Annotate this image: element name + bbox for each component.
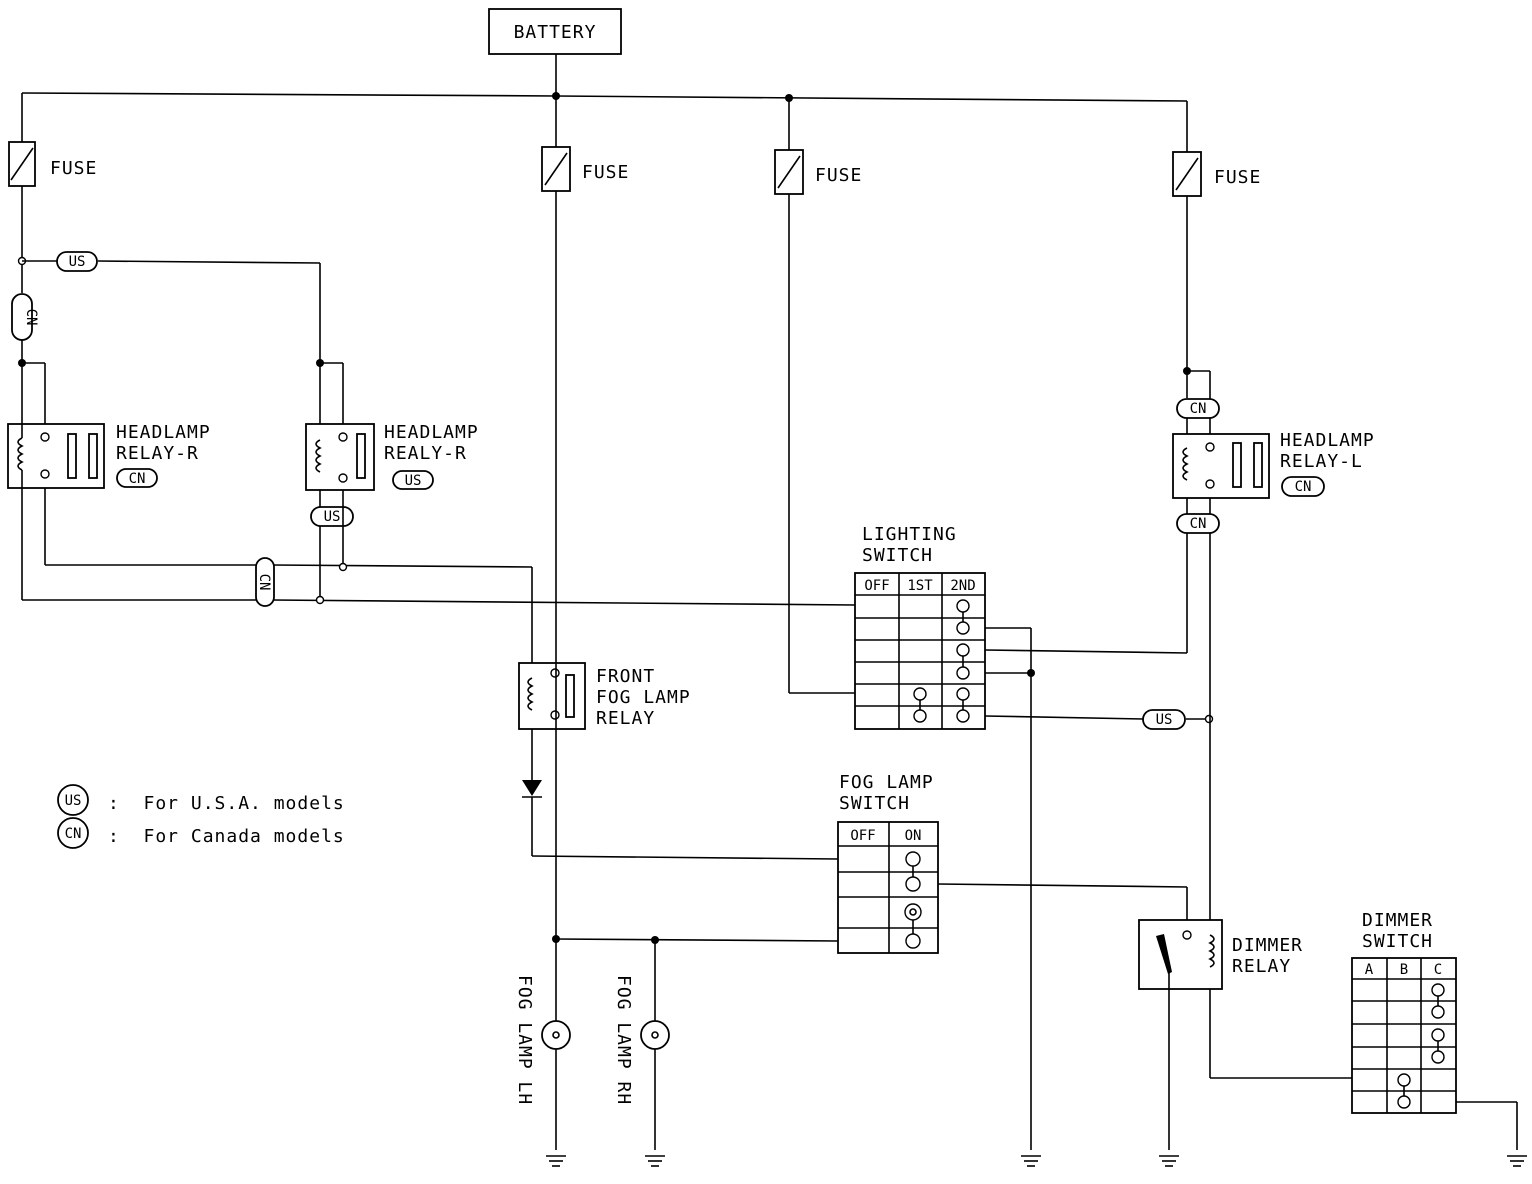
fuse-4: FUSE [1172, 101, 1261, 197]
cn-tag-2: CN [255, 557, 275, 607]
fog-lamp-switch-line2: SWITCH [839, 793, 910, 814]
dimmer-switch-col-a: A [1365, 962, 1374, 978]
lighting-switch-col-2nd: 2ND [950, 578, 975, 594]
fog-lamp-rh-label: FOG LAMP RH [613, 975, 634, 1105]
front-fog-lamp-relay-line2: FOG LAMP [596, 687, 691, 708]
dimmer-switch-line1: DIMMER [1362, 910, 1433, 931]
fog-lamp-switch-col-on: ON [905, 828, 922, 844]
cn-tag-4: CN [1176, 513, 1220, 534]
dimmer-switch-col-b: B [1400, 962, 1408, 978]
fog-lamp-lh-label: FOG LAMP LH [514, 975, 535, 1105]
lighting-switch-col-1st: 1ST [907, 578, 933, 594]
headlamp-relay-l-tag: CN [1295, 479, 1312, 495]
fog-lamp-lh: FOG LAMP LH [514, 975, 571, 1167]
fuse-2: FUSE [541, 96, 629, 192]
headlamp-relay-r-cn-line2: RELAY-R [116, 443, 199, 464]
us-tag-1-text: US [69, 254, 86, 270]
dimmer-switch: DIMMER SWITCH A B C [1351, 910, 1457, 1114]
dimmer-switch-line2: SWITCH [1362, 931, 1433, 952]
lighting-switch-line1: LIGHTING [862, 524, 957, 545]
lighting-switch-wires [788, 194, 1214, 1167]
us-tag-2: US [310, 506, 354, 527]
legend-cn-symbol: CN [65, 826, 82, 842]
battery: BATTERY [488, 8, 622, 55]
headlamp-relay-l-line1: HEADLAMP [1280, 430, 1375, 451]
fog-lamp-switch: FOG LAMP SWITCH OFF ON [837, 772, 939, 954]
headlamp-relay-r-cn-line1: HEADLAMP [116, 422, 211, 443]
fuse-3-label: FUSE [815, 165, 862, 186]
us-tag-3: US [1142, 709, 1186, 730]
us-tag-1: US [56, 251, 98, 272]
headlamp-relay-r-us-line2: REALY-R [384, 443, 467, 464]
dimmer-switch-col-c: C [1434, 962, 1442, 978]
legend: US : For U.S.A. models CN : For Canada m… [57, 784, 345, 849]
cn-tag-1-text: CN [23, 309, 39, 326]
cn-tag-1: CN [11, 293, 39, 341]
fuse-3: FUSE [774, 98, 862, 195]
lighting-switch-line2: SWITCH [862, 545, 933, 566]
front-fog-lamp-relay: FRONT FOG LAMP RELAY [518, 662, 691, 730]
fuse-1: FUSE [8, 93, 97, 187]
fog-relay-wires [522, 191, 839, 1150]
front-fog-lamp-relay-line1: FRONT [596, 666, 655, 687]
fuse-4-label: FUSE [1214, 167, 1261, 188]
front-fog-lamp-relay-line3: RELAY [596, 708, 655, 729]
headlamp-relay-r-cn: HEADLAMP RELAY-R CN [7, 422, 211, 489]
cn-tag-3-text: CN [1190, 401, 1207, 417]
headlamp-relay-l-line2: RELAY-L [1280, 451, 1363, 472]
lighting-switch: LIGHTING SWITCH OFF 1ST 2ND [854, 524, 986, 730]
headlamp-relay-l: HEADLAMP RELAY-L CN [1172, 430, 1375, 499]
dimmer-switch-ground [1456, 1101, 1527, 1167]
legend-us-text: : For U.S.A. models [108, 793, 345, 814]
lighting-switch-col-off: OFF [864, 578, 889, 594]
fog-lamp-switch-col-off: OFF [850, 828, 875, 844]
relay-r-output-wires [21, 488, 856, 667]
fuse-2-label: FUSE [582, 162, 629, 183]
fog-lamp-switch-line1: FOG LAMP [839, 772, 934, 793]
battery-label: BATTERY [514, 22, 597, 43]
us-tag-3-text: US [1156, 712, 1173, 728]
cn-tag-3: CN [1176, 398, 1220, 419]
legend-cn-text: : For Canada models [108, 826, 345, 847]
cn-tag-4-text: CN [1190, 516, 1207, 532]
cn-tag-2-text: CN [256, 574, 272, 591]
headlamp-relay-r-cn-tag: CN [129, 471, 146, 487]
power-bus [21, 54, 1188, 102]
dimmer-relay-line1: DIMMER [1232, 935, 1303, 956]
headlamp-relay-r-us-tag: US [405, 473, 422, 489]
dimmer-relay-wires [1159, 989, 1352, 1167]
fuse-1-label: FUSE [50, 158, 97, 179]
dimmer-relay: DIMMER RELAY [1138, 919, 1303, 990]
dimmer-relay-line2: RELAY [1232, 956, 1291, 977]
headlamp-relay-r-us: HEADLAMP REALY-R US [305, 422, 479, 491]
us-tag-2-text: US [324, 509, 341, 525]
fog-lamp-rh: FOG LAMP RH [613, 975, 670, 1167]
headlamp-relay-r-us-line1: HEADLAMP [384, 422, 479, 443]
legend-us-symbol: US [65, 793, 82, 809]
